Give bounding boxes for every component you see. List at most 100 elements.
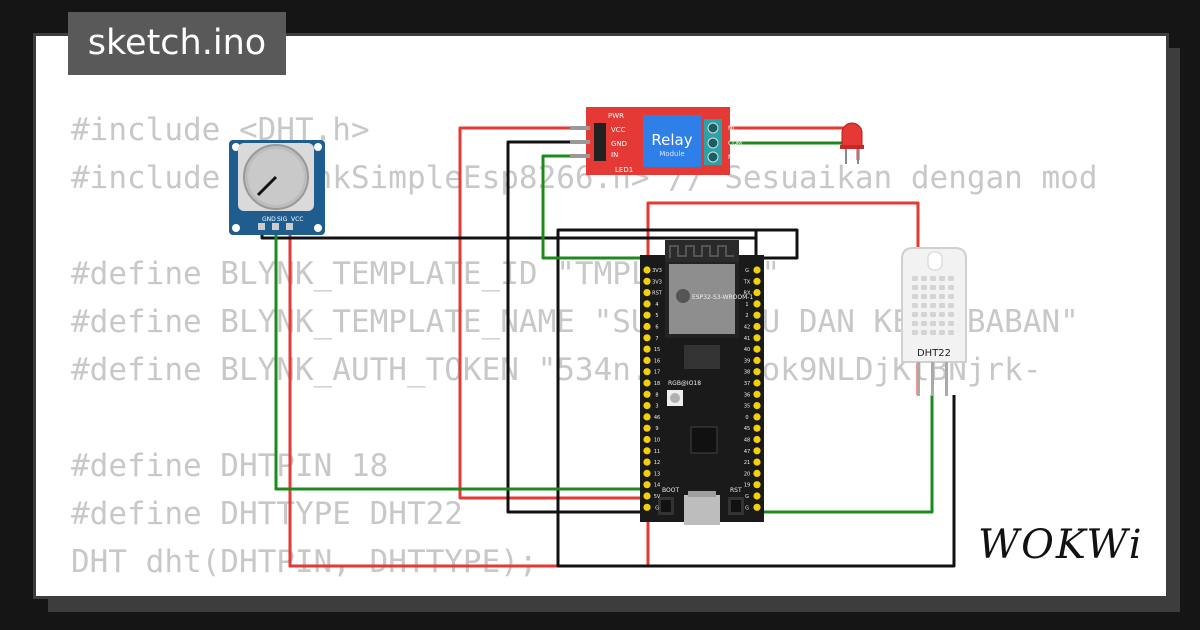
esp32-pin-right-45[interactable] <box>753 424 761 432</box>
relay-terminal-nc: NC <box>728 125 737 132</box>
relay-terminal-no: NO <box>728 154 737 161</box>
esp32-pin-left-5[interactable] <box>643 311 651 319</box>
esp32-rst-button[interactable] <box>731 500 741 512</box>
esp32-pin-right-RX[interactable] <box>753 289 761 297</box>
esp32-pin-label: G <box>745 494 749 500</box>
dht-grille-hole <box>921 276 927 281</box>
esp32-pin-label: 21 <box>744 460 750 466</box>
esp32-pin-left-13[interactable] <box>643 469 651 477</box>
esp32-pin-label: 9 <box>655 426 658 432</box>
esp32-pin-right-41[interactable] <box>753 334 761 342</box>
esp32-pin-label: 8 <box>655 392 658 398</box>
esp32-pin-left-10[interactable] <box>643 435 651 444</box>
esp32-pin-left-14[interactable] <box>643 481 651 489</box>
code-line: DHT dht(DHTPIN, DHTTYPE); <box>71 544 538 580</box>
esp32-pin-label: 3V3 <box>652 268 662 274</box>
dht-grille-hole <box>921 321 927 326</box>
esp32-pin-left-46[interactable] <box>643 413 651 421</box>
esp32-pin-left-6[interactable] <box>643 322 651 331</box>
esp32-pin-label: 4 <box>655 302 658 308</box>
esp32-pin-label: 5 <box>655 313 658 319</box>
esp32-pin-right-36[interactable] <box>753 390 761 398</box>
esp32-pin-label: G <box>745 505 749 511</box>
esp32-pin-right-G[interactable] <box>753 503 761 511</box>
esp32-pin-right-37[interactable] <box>753 379 761 387</box>
wokwi-logo: WOKWi <box>978 522 1144 568</box>
dht22-sensor[interactable]: DHT22 <box>901 247 967 396</box>
esp32-pin-right-1[interactable] <box>753 300 761 308</box>
esp32-pin-label: 41 <box>744 336 750 342</box>
esp32-pin-label: G <box>745 268 749 274</box>
dht-grille-hole <box>912 276 918 281</box>
esp32-pin-right-21[interactable] <box>753 458 761 466</box>
esp32-wroom-label: ESP32-S3-WROOM-1 <box>692 294 753 301</box>
dht-grille-hole <box>930 321 936 326</box>
esp32-pin-label: 46 <box>654 415 660 421</box>
dht-grille-hole <box>948 312 954 317</box>
esp32-pin-left-5V[interactable] <box>643 492 651 500</box>
esp32-pin-left-RST[interactable] <box>643 289 651 297</box>
esp32-pin-left-11[interactable] <box>643 447 651 455</box>
esp32-board[interactable]: ESP32-S3-WROOM-1 RGB@IO18 BOOT RST 3V33V… <box>640 240 764 525</box>
dht-grille-hole <box>948 294 954 299</box>
esp32-pin-right-G[interactable] <box>753 492 761 500</box>
dht-grille-hole <box>939 312 945 317</box>
esp32-pin-right-19[interactable] <box>753 481 761 489</box>
esp32-pin-left-15[interactable] <box>643 345 651 353</box>
esp32-pin-left-9[interactable] <box>643 424 651 432</box>
esp32-pin-label: 18 <box>654 381 660 387</box>
esp32-pin-right-48[interactable] <box>753 435 761 444</box>
esp32-pin-right-20[interactable] <box>753 469 761 477</box>
esp32-pin-left-4[interactable] <box>643 300 651 308</box>
esp32-pin-left-12[interactable] <box>643 458 651 466</box>
esp32-pin-left-3V3[interactable] <box>643 266 651 274</box>
dht-grille-hole <box>912 294 918 299</box>
esp32-pin-left-3V3[interactable] <box>643 277 651 285</box>
esp32-pin-label: RST <box>652 291 663 297</box>
esp32-pin-right-40[interactable] <box>753 345 761 353</box>
esp32-pin-label: TX <box>743 279 751 285</box>
dht-grille-hole <box>930 312 936 317</box>
esp32-pin-right-2[interactable] <box>753 311 761 319</box>
dht-grille-hole <box>912 312 918 317</box>
esp32-pin-left-8[interactable] <box>643 390 651 398</box>
esp32-pin-label: 47 <box>744 449 750 455</box>
esp32-pin-right-0[interactable] <box>753 413 761 421</box>
dht-grille-hole <box>912 285 918 290</box>
esp32-pin-right-35[interactable] <box>753 402 761 410</box>
esp32-pin-right-42[interactable] <box>753 322 761 331</box>
esp32-pin-left-G[interactable] <box>643 503 651 511</box>
esp32-pin-right-G[interactable] <box>753 266 761 274</box>
esp32-pin-left-16[interactable] <box>643 356 651 364</box>
potentiometer[interactable]: GND SIG VCC <box>229 140 325 235</box>
esp32-pin-label: 11 <box>654 449 660 455</box>
esp32-pin-right-47[interactable] <box>753 447 761 455</box>
esp32-pin-right-39[interactable] <box>753 356 761 364</box>
esp32-pin-right-TX[interactable] <box>753 277 761 285</box>
pot-pin-gnd: GND <box>262 216 276 223</box>
esp32-pin-left-18[interactable] <box>643 379 651 387</box>
esp32-pin-label: 39 <box>744 358 750 364</box>
relay-pin-gnd: GND <box>611 140 627 148</box>
esp32-boot-button[interactable] <box>661 500 671 512</box>
relay-subtitle: Module <box>659 150 684 158</box>
esp32-pin-label: 13 <box>654 471 660 477</box>
dht-label: DHT22 <box>917 348 951 359</box>
esp32-pin-label: 37 <box>744 381 750 387</box>
esp32-pin-label: 35 <box>744 404 750 410</box>
esp32-pin-right-38[interactable] <box>753 368 761 376</box>
dht-grille-hole <box>939 330 945 335</box>
relay-pin-in: IN <box>611 151 618 159</box>
esp32-pin-left-3[interactable] <box>643 402 651 410</box>
led[interactable] <box>840 122 864 164</box>
dht-grille-hole <box>921 312 927 317</box>
file-tab[interactable]: sketch.ino <box>68 12 286 75</box>
esp32-pin-left-7[interactable] <box>643 334 651 342</box>
pot-pin-sig: SIG <box>277 216 288 223</box>
esp32-pin-label: 14 <box>654 483 660 489</box>
relay-module[interactable]: PWR VCC GND IN LED1 Relay Module NC COM … <box>570 107 742 175</box>
dht-grille-hole <box>912 330 918 335</box>
esp32-pin-label: 1 <box>745 302 748 308</box>
esp32-pin-left-17[interactable] <box>643 368 651 376</box>
